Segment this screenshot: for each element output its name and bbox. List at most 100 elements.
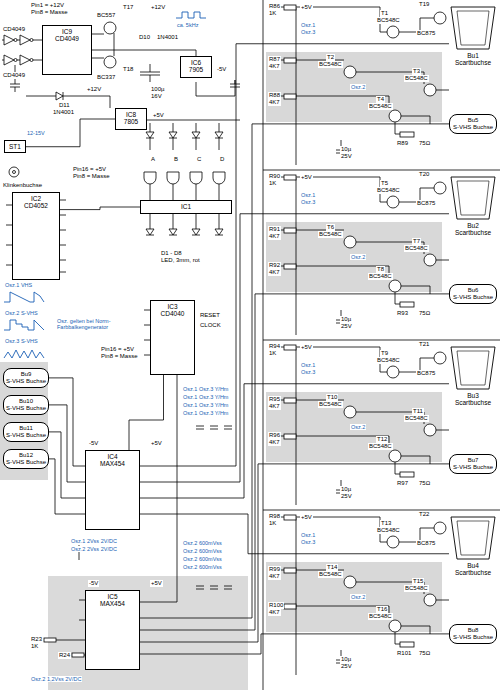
gate-symbol <box>144 172 225 184</box>
wire <box>44 638 56 642</box>
wire <box>13 171 16 174</box>
driver-stage <box>270 347 449 505</box>
part-name: Scartbuchse <box>454 569 492 576</box>
scope-note: Osz.1 Osz.3 Y/Hm <box>182 386 229 392</box>
driver-stage <box>344 576 356 588</box>
driver-stage <box>284 5 296 10</box>
signal-wire <box>140 384 449 498</box>
part-label: T12 <box>376 436 388 443</box>
part-name: Bu10 <box>19 398 33 405</box>
part-label: T19 <box>418 1 430 8</box>
part-label: +5V <box>152 112 165 119</box>
part-label: R96 <box>268 432 281 439</box>
part-label: Pin8 = Masse <box>100 353 139 360</box>
svhs-socket: Bu10S-VHS Buchse <box>3 395 49 415</box>
driver-stage <box>270 177 449 335</box>
signal-wire <box>140 44 449 466</box>
driver-stage <box>424 594 436 606</box>
scart-outline <box>451 517 495 559</box>
scope-note: Osz.1 2Vss 2V/DC <box>70 538 118 544</box>
part-label: RESET <box>199 312 221 319</box>
driver-stage <box>389 110 401 122</box>
part-label: BC548C <box>376 187 401 194</box>
part-name: CD4052 <box>24 202 48 209</box>
part-label: D1 - D8 <box>160 250 183 257</box>
part-label: R93 <box>396 310 409 317</box>
scope-note: Osz.2 2Vss 2V/DC <box>70 546 118 552</box>
driver-stage <box>400 472 414 477</box>
part-label: CD4049 <box>2 72 26 79</box>
part-label: 4K7 <box>268 439 281 446</box>
svhs-socket: Bu8S-VHS Buchse <box>449 624 497 644</box>
waveform <box>4 320 44 330</box>
part-label: BC548C <box>318 401 343 408</box>
part-label: +5V <box>300 344 313 351</box>
wire <box>26 92 110 108</box>
part-label: R91 <box>268 226 281 233</box>
driver-stage <box>387 26 399 38</box>
driver-stage <box>389 280 401 292</box>
scope-note: Osz.2 600mVss <box>182 556 223 562</box>
wire <box>104 56 116 68</box>
scart-socket: Bu4Scartbuchse <box>449 516 497 579</box>
scope-note: Osz.2 600mVss <box>182 564 223 570</box>
driver-stage <box>424 424 436 436</box>
part-label: 10µ <box>340 486 352 493</box>
part-label: 1N4001 <box>52 109 75 116</box>
part-label: 75Ω <box>418 480 431 487</box>
part-label: T13 <box>380 520 392 527</box>
scope-note: Osz.2 S-VHS <box>4 310 39 316</box>
waveform <box>4 292 44 302</box>
part-label: 1K <box>268 10 277 17</box>
part-name: Bu12 <box>19 452 33 459</box>
part-label: D10 <box>138 34 151 41</box>
part-label: Pin1 = +12V <box>30 2 65 9</box>
part-name: Bu7 <box>468 457 479 464</box>
scope-note: Osz.1 Osz.3 Y/Hm <box>182 410 229 416</box>
scope-note: Osz. gelten bei Norm-Farbbalkengenerator <box>56 318 143 330</box>
waveform <box>4 350 44 358</box>
scope-note: Osz.2 <box>350 594 366 600</box>
part-label: BC548C <box>318 61 343 68</box>
wire <box>30 39 33 42</box>
driver-stage <box>344 406 356 418</box>
part-name: IC4 <box>107 453 117 460</box>
led-symbol <box>192 229 200 235</box>
wire <box>140 64 160 82</box>
ic-chip: IC87805 <box>115 108 147 130</box>
driver-stage <box>424 254 436 266</box>
part-label: Pin16 = +5V <box>100 346 135 353</box>
wire <box>150 184 219 200</box>
driver-stage <box>266 392 442 462</box>
wire <box>56 92 63 100</box>
part-label: BC548C <box>318 571 343 578</box>
driver-stage <box>284 568 296 573</box>
driver-stage <box>284 228 296 233</box>
driver-stage <box>284 515 296 520</box>
part-label: T3 <box>412 68 421 75</box>
wire <box>150 123 219 132</box>
scart-outline <box>451 347 495 389</box>
driver-stage <box>400 302 414 307</box>
ic-chip: IC2CD4052 <box>12 192 60 280</box>
part-label: T9 <box>380 350 389 357</box>
scope-note: Osz.3 <box>300 29 316 35</box>
part-label: T4 <box>376 96 385 103</box>
part-label: BC548C <box>404 585 429 592</box>
part-label: BC548C <box>404 245 429 252</box>
part-name: S-VHS Buchse <box>6 459 46 466</box>
part-label: Pin8 = Masse <box>30 9 69 16</box>
driver-stage <box>270 517 449 675</box>
part-name: Bu3 <box>466 392 480 399</box>
part-label: B <box>173 156 179 163</box>
svhs-socket: Bu7S-VHS Buchse <box>449 454 497 474</box>
part-label: 1K <box>268 350 277 357</box>
part-label: 1K <box>268 520 277 527</box>
part-name: 7905 <box>189 66 203 73</box>
part-label: T6 <box>326 224 335 231</box>
part-label: 25V <box>340 493 353 500</box>
signal-wire <box>129 375 164 450</box>
scope-note: Osz.1 <box>300 362 316 368</box>
driver-stage <box>344 236 356 248</box>
